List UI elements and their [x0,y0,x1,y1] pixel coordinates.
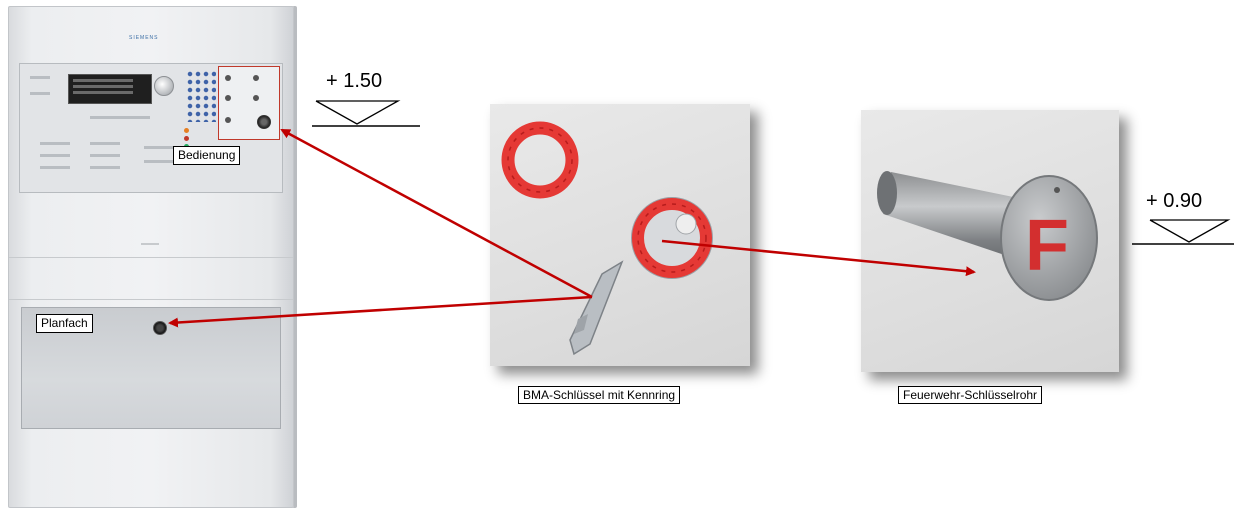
panel-divider [9,257,293,258]
brand-logo: SIEMENS [129,35,159,41]
panel-keypad [186,70,216,122]
arrow-to-operation [280,128,593,299]
operating-section [19,63,283,193]
control-dot [225,75,231,81]
indicator-row [90,154,120,157]
arrow-to-plan-compartment [168,295,593,328]
tube-cap [1000,175,1098,301]
key-switch-icon [257,115,271,129]
alarm-led-icon [184,136,189,141]
indicator-row [30,76,50,79]
indicator-row [40,142,70,145]
indicator-row [30,92,50,95]
control-dot [253,75,259,81]
level-label-lower: + 0.90 [1146,190,1203,212]
key-tube-icon: F [877,171,1098,301]
alarm-led-icon [184,128,189,133]
key-blade [569,260,624,356]
tube-end [877,171,897,215]
callout-plan-compartment: Planfach [36,314,93,333]
panel-knob [154,76,174,96]
level-marker-lower-icon [1149,219,1231,243]
callout-operation: Bedienung [173,146,241,165]
indicator-row [144,146,174,149]
key-caption: BMA-Schlüssel mit Kennring [518,386,681,404]
key-tube-image: F [861,110,1119,372]
key-bit [574,314,588,334]
f-emblem: F [1025,206,1069,286]
panel-badge [141,243,159,245]
level-marker-upper-icon [315,100,401,125]
control-dot [225,95,231,101]
operating-controls-frame [218,66,280,140]
lock-icon [153,321,167,335]
indicator-row [144,160,174,163]
key-icon [501,121,713,356]
arrow-to-key-tube [661,239,976,277]
indicator-row [40,154,70,157]
panel-divider [9,299,293,300]
key-with-ring-image [490,104,750,366]
indicator-row [40,166,70,169]
fire-alarm-panel: SIEMENS [8,6,294,508]
ring-texture [507,127,573,193]
level-label-upper: + 1.50 [326,70,383,92]
indicator-row [90,166,120,169]
key-hole [675,213,697,235]
tube-eyelet [1054,187,1060,193]
indicator-row [90,116,150,119]
ring-texture [637,203,707,273]
tube-caption: Feuerwehr-Schlüsselrohr [898,386,1043,404]
panel-display [68,74,152,104]
indicator-row [90,142,120,145]
control-dot [225,117,231,123]
control-dot [253,95,259,101]
